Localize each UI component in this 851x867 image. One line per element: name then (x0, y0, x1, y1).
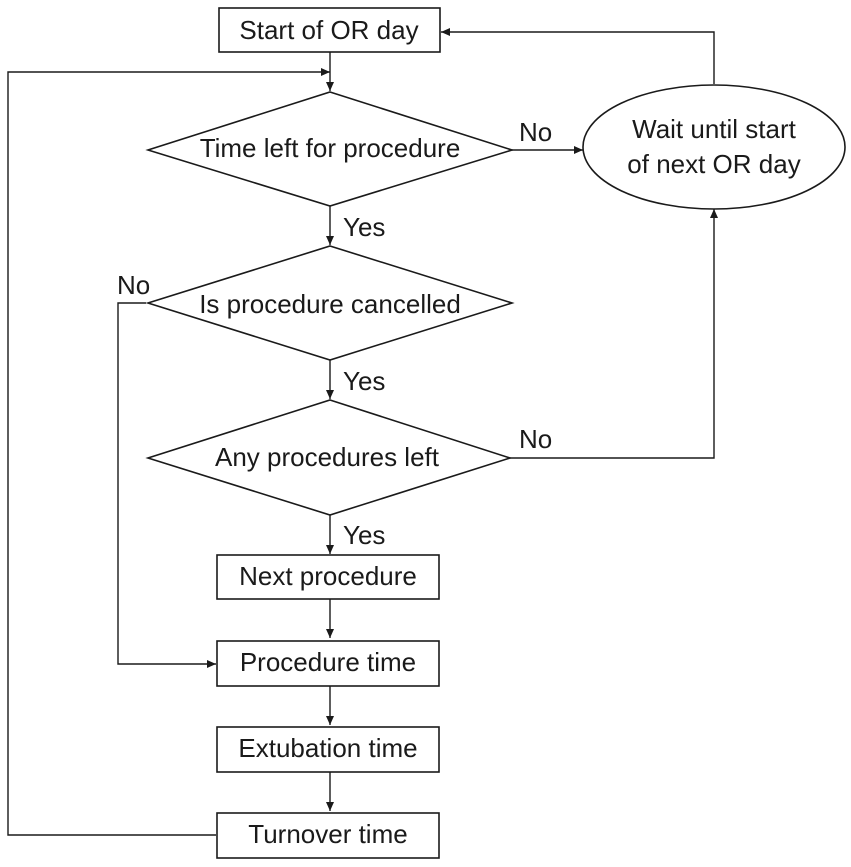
node-turnover-time: Turnover time (216, 812, 440, 859)
decision-cancelled: Is procedure cancelled (145, 245, 515, 361)
node-next-procedure-label: Next procedure (239, 561, 417, 591)
label-cancelled-no: No (117, 270, 150, 300)
node-start: Start of OR day (218, 7, 441, 53)
decision-any-left-label: Any procedures left (215, 442, 440, 472)
node-procedure-time: Procedure time (216, 640, 440, 687)
node-turnover-time-label: Turnover time (248, 819, 407, 849)
connectors (7, 28, 718, 836)
label-any-left-no: No (519, 424, 552, 454)
node-extubation-time-label: Extubation time (238, 733, 417, 763)
edge-turnover-loop (7, 68, 330, 836)
node-wait-label-line2: of next OR day (627, 149, 800, 179)
node-wait-label-line1: Wait until start (632, 114, 797, 144)
decision-time-left: Time left for procedure (145, 91, 515, 207)
node-start-label: Start of OR day (239, 15, 418, 45)
node-extubation-time: Extubation time (216, 726, 440, 773)
edge-cancelled-no (117, 302, 216, 668)
node-next-procedure: Next procedure (216, 554, 440, 600)
node-wait: Wait until start of next OR day (582, 84, 846, 210)
decision-cancelled-label: Is procedure cancelled (199, 289, 461, 319)
label-any-left-yes: Yes (343, 520, 385, 550)
edge-any-left-no (510, 209, 718, 459)
label-cancelled-yes: Yes (343, 366, 385, 396)
decision-time-left-label: Time left for procedure (200, 133, 461, 163)
label-time-left-yes: Yes (343, 212, 385, 242)
decision-any-left: Any procedures left (145, 399, 513, 516)
label-time-left-no: No (519, 117, 552, 147)
node-procedure-time-label: Procedure time (240, 647, 416, 677)
edge-labels: No Yes No Yes No Yes (117, 117, 552, 550)
edge-wait-to-start (441, 28, 715, 84)
